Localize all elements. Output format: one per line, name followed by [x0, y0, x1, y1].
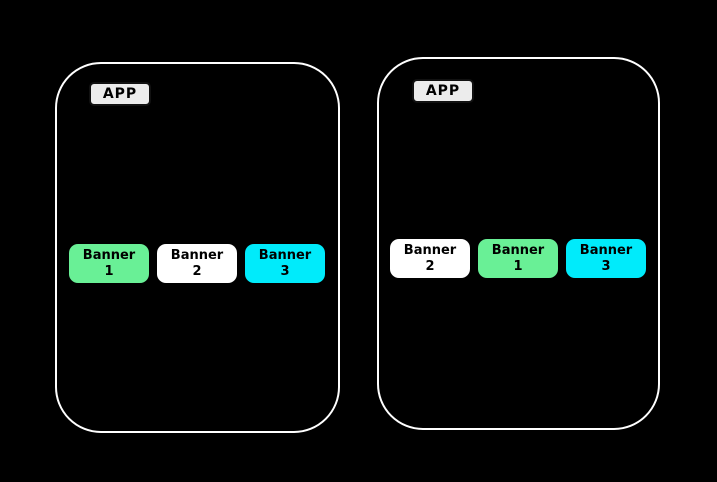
banner-label: Banner	[258, 247, 312, 263]
app-frame-right: APP Banner 2 Banner 1 Banner 3	[377, 57, 660, 430]
app-title-label: APP	[425, 83, 461, 99]
banner-row: Banner 1 Banner 2 Banner 3	[69, 244, 325, 283]
banner-label: Banner	[579, 242, 633, 258]
banner-row: Banner 2 Banner 1 Banner 3	[390, 239, 646, 278]
banner-3[interactable]: Banner 3	[245, 244, 325, 283]
banner-number: 3	[601, 258, 611, 274]
banner-number: 1	[104, 263, 114, 279]
banner-number: 3	[280, 263, 290, 279]
banner-label: Banner	[403, 242, 457, 258]
banner-3[interactable]: Banner 3	[566, 239, 646, 278]
app-title-label: APP	[102, 86, 138, 102]
banner-2[interactable]: Banner 2	[157, 244, 237, 283]
app-frame-left: APP Banner 1 Banner 2 Banner 3	[55, 62, 340, 433]
app-title-chip: APP	[412, 79, 474, 103]
banner-label: Banner	[491, 242, 545, 258]
banner-label: Banner	[170, 247, 224, 263]
banner-2[interactable]: Banner 2	[390, 239, 470, 278]
banner-1[interactable]: Banner 1	[69, 244, 149, 283]
banner-label: Banner	[82, 247, 136, 263]
banner-number: 2	[425, 258, 435, 274]
banner-number: 1	[513, 258, 523, 274]
banner-1[interactable]: Banner 1	[478, 239, 558, 278]
banner-number: 2	[192, 263, 202, 279]
app-title-chip: APP	[89, 82, 151, 106]
